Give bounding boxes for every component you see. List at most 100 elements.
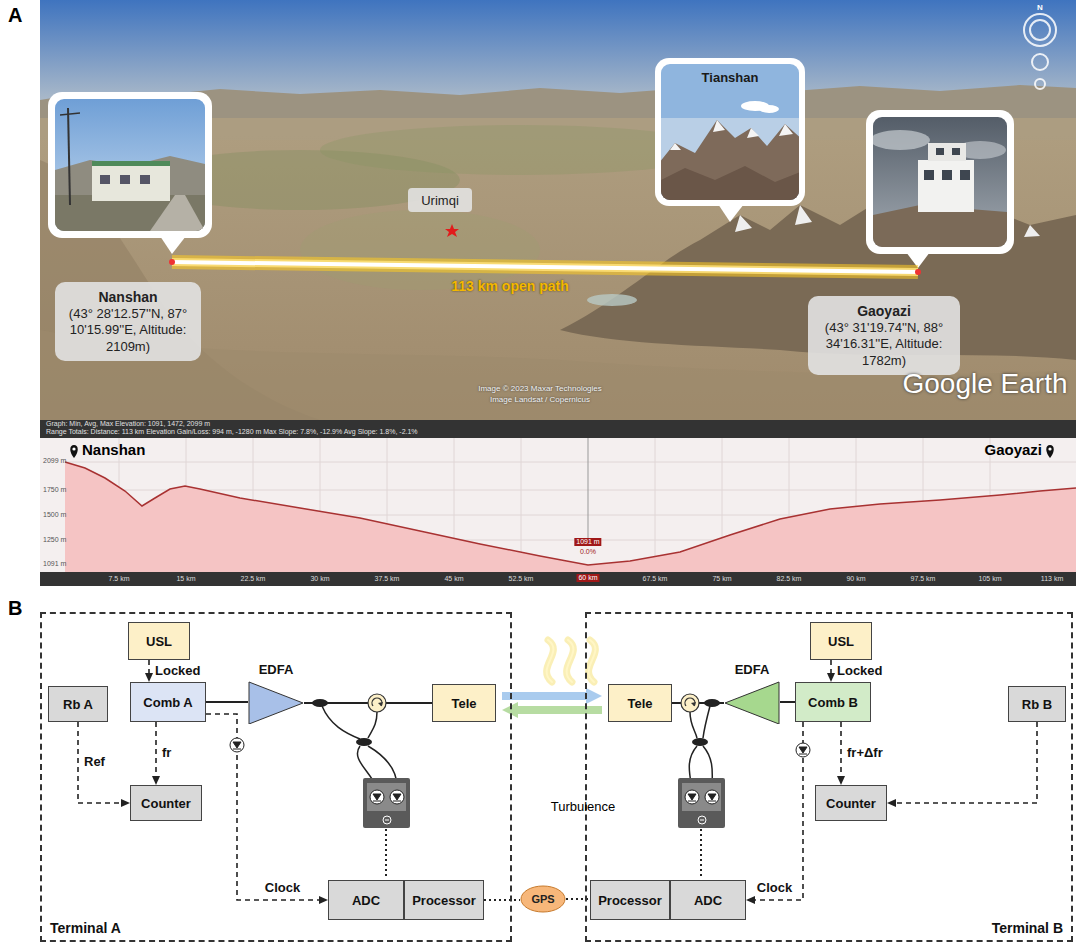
elevation-profile (40, 420, 1076, 586)
elevation-profile (40, 572, 1076, 586)
counter-box: Counter (130, 785, 202, 821)
terminal-frame: Terminal BUSLComb BRb BEDFATeleCounterPr… (585, 612, 1073, 942)
connector (78, 722, 130, 807)
station-info: Gaoyazi(43° 31'19.74''N, 88° 34'16.31''E… (808, 296, 960, 375)
photo-callout (55, 99, 205, 231)
balanced-detector (678, 778, 725, 828)
comb-box: Comb B (795, 682, 871, 722)
elevation-profile (65, 438, 1076, 572)
clock-box: Rb B (1008, 686, 1066, 722)
terrain (40, 0, 1076, 420)
circulator (368, 694, 386, 712)
arrowhead (837, 776, 845, 785)
balanced-detector (685, 790, 699, 804)
photo-callout (960, 170, 970, 180)
terminal-label: Terminal A (50, 920, 121, 936)
elevation-profile (655, 438, 656, 572)
beam-arrow (502, 688, 602, 704)
mountain-photo (670, 120, 793, 150)
box-label: ADC (352, 893, 380, 908)
elevation-profile (40, 420, 1076, 438)
turbulence-waves (547, 640, 596, 682)
elevation-profile (72, 447, 75, 450)
callout-pointer (718, 204, 744, 222)
balanced-detector (393, 794, 401, 801)
arrowhead (502, 702, 518, 718)
balanced-detector (383, 816, 391, 824)
box-label: Rb B (1022, 697, 1052, 712)
edge-label: Locked (154, 664, 202, 679)
connector (155, 722, 157, 779)
imagery-credit: Image © 2023 Maxar Technologies (478, 384, 602, 393)
turbulence-waves (567, 640, 574, 682)
marker-value: 1091 m (574, 538, 601, 546)
profile-station: Gaoyazi (984, 441, 1042, 458)
axis-tick: 105 km (979, 575, 1002, 583)
connector (206, 701, 248, 703)
comb-box: Comb A (130, 682, 206, 722)
beam-arrow (513, 706, 602, 714)
mountain-photo (661, 118, 799, 200)
station-coordinates: (43° 28'12.57''N, 87° 10'15.99''E, Altit… (63, 306, 193, 355)
box-label: USL (828, 634, 854, 649)
compass (1035, 79, 1045, 89)
balanced-detector (698, 816, 706, 824)
axis-tick: 7.5 km (108, 575, 129, 583)
adc-box: ADC (328, 880, 404, 920)
photodiode (796, 743, 810, 757)
box-label: Counter (141, 796, 191, 811)
connector (752, 722, 803, 900)
axis-label: 1750 m (43, 486, 66, 494)
photo-callout (140, 175, 150, 184)
amplifier-shape (249, 682, 303, 724)
signal-wire (385, 829, 387, 879)
place-label: Urimqi (408, 188, 472, 212)
connector (484, 899, 520, 901)
telescope-box: Tele (608, 684, 672, 722)
amplifier-shape (725, 682, 779, 724)
axis-tick: 22.5 km (241, 575, 266, 583)
axis-tick: 90 km (846, 575, 865, 583)
profile-header: Range Totals: Distance: 113 km Elevation… (46, 428, 418, 436)
connector (780, 701, 795, 703)
photo-callout (92, 165, 170, 201)
photo-callout (928, 143, 966, 161)
box-label: Processor (412, 893, 476, 908)
axis-tick: 97.5 km (911, 575, 936, 583)
connector (206, 714, 322, 900)
turbulence-waves (567, 640, 574, 682)
balanced-detector (385, 820, 389, 821)
balanced-detector (373, 794, 381, 801)
photo-callout (866, 110, 1014, 268)
axis-tick: 15 km (176, 575, 195, 583)
photo-callout (48, 92, 212, 238)
axis-tick: 45 km (444, 575, 463, 583)
fiber-coupler (692, 738, 708, 746)
axis-label: 1500 m (43, 511, 66, 519)
processor-box: Processor (404, 880, 484, 920)
elevation-profile (65, 462, 1076, 572)
compass (1024, 14, 1056, 46)
station-name: Nanshan (63, 288, 193, 306)
circulator (372, 698, 382, 706)
terrain (40, 0, 1076, 100)
beam-arrow (502, 692, 591, 700)
telescope-box: Tele (432, 684, 496, 722)
axis-label: 1250 m (43, 536, 66, 544)
box-label: Counter (826, 796, 876, 811)
photo-callout (60, 113, 80, 115)
arrowhead (145, 673, 153, 682)
box-label: Tele (451, 696, 476, 711)
fiber-coupler (312, 699, 328, 707)
axis-tick: 75 km (712, 575, 731, 583)
watermark: Google Earth (903, 368, 1068, 400)
elevation-profile (40, 420, 1076, 586)
terrain (40, 0, 1076, 420)
axis-tick: 82.5 km (777, 575, 802, 583)
arrowhead (319, 896, 328, 904)
compass (1030, 20, 1050, 40)
connector (152, 722, 160, 785)
optical-path (169, 259, 175, 265)
photo-title: Tianshan (655, 70, 805, 85)
box-label: USL (146, 634, 172, 649)
